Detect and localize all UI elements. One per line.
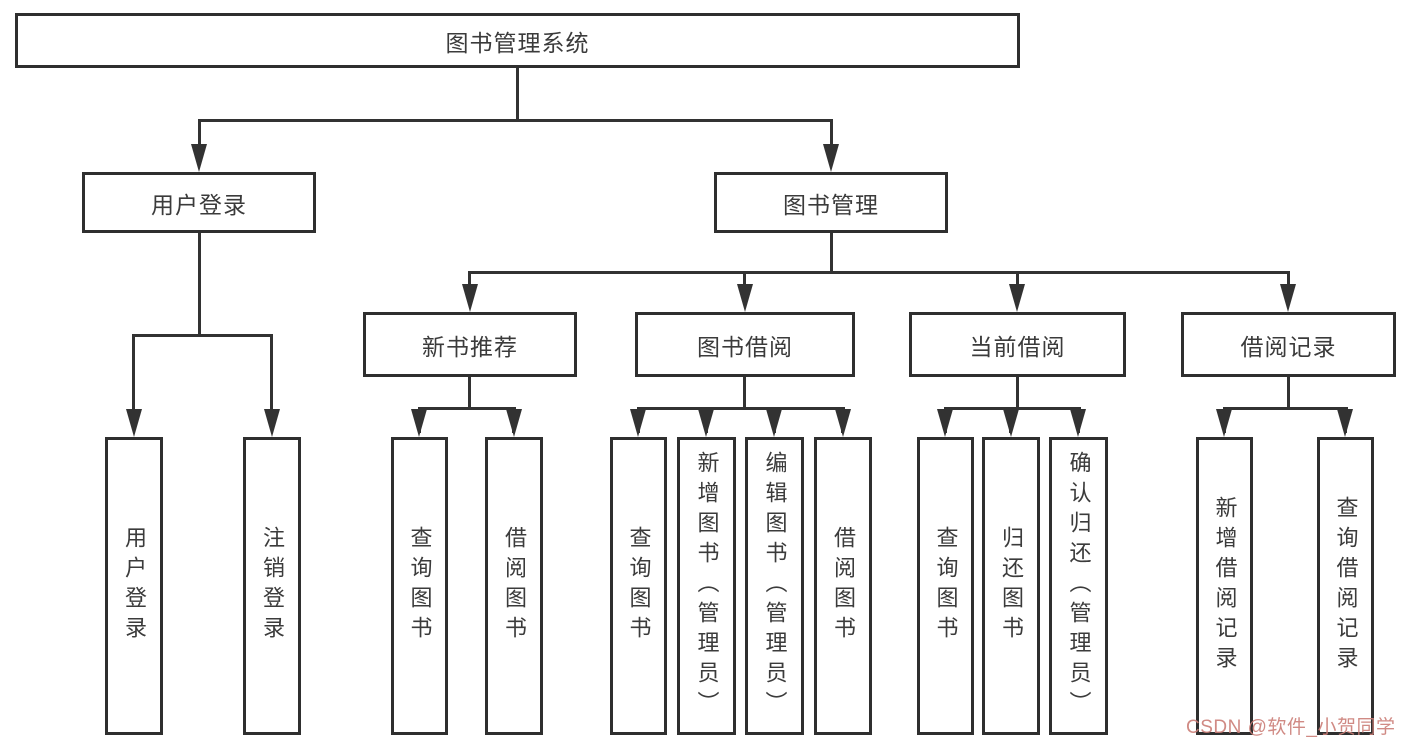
node-book-borrow: 图书借阅 (635, 312, 855, 377)
node-leaf-edit-book-admin: 编辑图书（管理员） (745, 437, 804, 735)
arrowhead-down-icon (1280, 284, 1296, 312)
connector-borrow-records-branch (1223, 407, 1348, 410)
arrowhead-down-icon (766, 409, 782, 437)
connector-current-borrow-trunk (1016, 377, 1019, 409)
arrowhead-down-icon (1009, 284, 1025, 312)
node-leaf-add-borrow-record: 新增借阅记录 (1196, 437, 1253, 735)
node-leaf-confirm-return-admin: 确认归还（管理员） (1049, 437, 1108, 735)
node-leaf-query-book-borrow: 查询图书 (610, 437, 667, 735)
connector-current-borrow-branch (944, 407, 1081, 410)
leaf-label: 新增图书（管理员） (694, 451, 720, 721)
node-borrow-records: 借阅记录 (1181, 312, 1396, 377)
arrowhead-down-icon (264, 409, 280, 437)
leaf-label: 编辑图书（管理员） (762, 451, 788, 721)
leaf-label: 借阅图书 (502, 526, 527, 646)
connector-to-book-management (830, 119, 833, 152)
node-new-book-recommend-label: 新书推荐 (422, 333, 518, 360)
node-book-management: 图书管理 (714, 172, 948, 233)
node-current-borrow: 当前借阅 (909, 312, 1126, 377)
node-leaf-add-book-admin: 新增图书（管理员） (677, 437, 736, 735)
arrowhead-down-icon (737, 284, 753, 312)
connector-level2-branch (469, 271, 1290, 274)
node-new-book-recommend: 新书推荐 (363, 312, 577, 377)
leaf-label: 查询借阅记录 (1333, 496, 1359, 676)
node-current-borrow-label: 当前借阅 (969, 333, 1066, 360)
connector-book-borrow-trunk (743, 377, 746, 409)
node-book-borrow-label: 图书借阅 (697, 333, 793, 360)
leaf-label: 用户登录 (122, 526, 147, 646)
node-leaf-borrow-book-recommend: 借阅图书 (485, 437, 543, 735)
arrowhead-down-icon (462, 284, 478, 312)
connector-user-login-trunk (198, 233, 201, 335)
watermark-csdn: CSDN @软件_小贺同学 (1186, 717, 1396, 738)
connector-root-trunk (516, 68, 519, 120)
arrowhead-down-icon (630, 409, 646, 437)
connector-to-leaf-logout (270, 334, 273, 412)
connector-to-leaf-user-login (132, 334, 135, 412)
node-leaf-query-borrow-record: 查询借阅记录 (1317, 437, 1374, 735)
arrowhead-down-icon (823, 144, 839, 172)
node-book-management-label: 图书管理 (783, 191, 879, 218)
node-leaf-query-book-current: 查询图书 (917, 437, 974, 735)
arrowhead-down-icon (126, 409, 142, 437)
connector-new-book-trunk (468, 377, 471, 409)
arrowhead-down-icon (1070, 409, 1086, 437)
leaf-label: 查询图书 (407, 526, 433, 646)
leaf-label: 归还图书 (999, 526, 1024, 646)
node-root: 图书管理系统 (15, 13, 1020, 68)
arrowhead-down-icon (698, 409, 714, 437)
arrowhead-down-icon (411, 409, 427, 437)
connector-level1-branch (198, 119, 833, 122)
node-root-label: 图书管理系统 (445, 29, 590, 56)
connector-book-borrow-branch (637, 407, 845, 410)
leaf-label: 借阅图书 (831, 526, 856, 646)
arrowhead-down-icon (506, 409, 522, 437)
connector-book-management-trunk (830, 233, 833, 274)
node-user-login: 用户登录 (82, 172, 316, 233)
leaf-label: 注销登录 (260, 526, 285, 646)
arrowhead-down-icon (1216, 409, 1232, 437)
node-leaf-return-book: 归还图书 (982, 437, 1040, 735)
leaf-label: 查询图书 (626, 526, 652, 646)
node-leaf-logout-login: 注销登录 (243, 437, 301, 735)
node-leaf-user-login: 用户登录 (105, 437, 163, 735)
connector-user-login-branch (132, 334, 273, 337)
leaf-label: 查询图书 (933, 526, 959, 646)
leaf-label: 确认归还（管理员） (1066, 451, 1092, 721)
connector-borrow-records-trunk (1287, 377, 1290, 409)
arrowhead-down-icon (937, 409, 953, 437)
node-borrow-records-label: 借阅记录 (1240, 333, 1337, 360)
arrowhead-down-icon (1337, 409, 1353, 437)
connector-new-book-branch (418, 407, 516, 410)
arrowhead-down-icon (191, 144, 207, 172)
connector-to-user-login (198, 119, 201, 152)
node-user-login-label: 用户登录 (151, 191, 247, 218)
arrowhead-down-icon (835, 409, 851, 437)
arrowhead-down-icon (1003, 409, 1019, 437)
node-leaf-query-book-recommend: 查询图书 (391, 437, 448, 735)
leaf-label: 新增借阅记录 (1212, 496, 1238, 676)
node-leaf-borrow-book: 借阅图书 (814, 437, 872, 735)
